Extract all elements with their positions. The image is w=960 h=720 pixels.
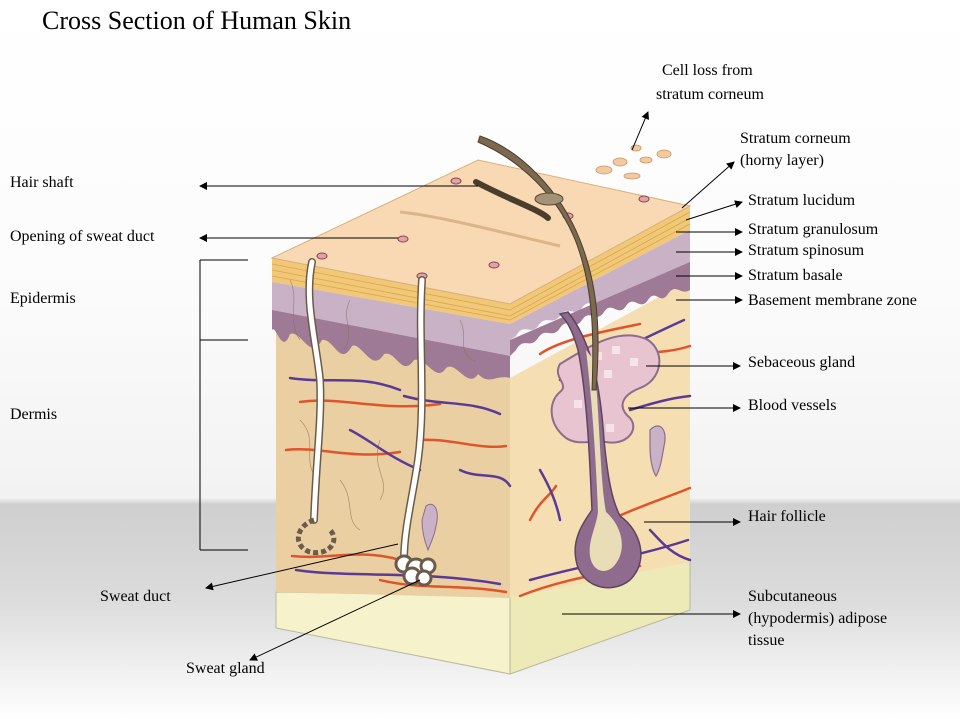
surface-fold: [399, 210, 561, 248]
epidermis-side-basale: [510, 262, 690, 356]
epidermis-side-spinosum: [510, 230, 690, 340]
page-title: Cross Section of Human Skin: [42, 6, 352, 35]
label-sweat-gland: Sweat gland: [186, 660, 265, 677]
label-stratum-corneum-line2: (horny layer): [740, 152, 824, 169]
hair-follicle: [558, 311, 642, 589]
label-stratum-spinosum: Stratum spinosum: [748, 242, 865, 259]
label-sweat-duct: Sweat duct: [100, 588, 171, 605]
label-subcutaneous-line3: tissue: [748, 632, 785, 649]
label-stratum-corneum-line1: Stratum corneum: [740, 130, 851, 147]
sweat-gland-coil: [394, 554, 437, 587]
label-cell-loss-line1: Cell loss from: [662, 62, 753, 79]
label-subcutaneous-line2: (hypodermis) adipose: [748, 610, 888, 627]
cell-loss-flakes: [595, 144, 672, 180]
label-blood-vessels: Blood vessels: [748, 397, 837, 414]
label-dermis: Dermis: [10, 406, 58, 423]
leader-lines: [199, 111, 743, 661]
stratum-corneum-top: [270, 159, 692, 305]
label-opening-sweat-duct: Opening of sweat duct: [10, 228, 155, 245]
dermis-front: [276, 330, 510, 598]
epidermis-front-basale: [272, 310, 510, 380]
epidermis-dermis-bracket: [199, 259, 248, 551]
hypodermis-front: [275, 591, 511, 675]
epidermis-side-corneum: [510, 206, 690, 324]
epidermis-front-corneum: [272, 258, 510, 324]
label-hair-follicle: Hair follicle: [748, 508, 826, 525]
hair-bulb: [586, 350, 622, 571]
sweat-duct-right: [400, 276, 426, 564]
label-sebaceous-gland: Sebaceous gland: [748, 354, 856, 371]
label-stratum-basale: Stratum basale: [748, 267, 843, 284]
skin-block: [270, 135, 692, 675]
label-epidermis: Epidermis: [10, 290, 76, 307]
label-stratum-lucidum: Stratum lucidum: [748, 192, 856, 209]
label-basement-membrane: Basement membrane zone: [748, 292, 917, 309]
sweat-duct-left: [296, 258, 337, 556]
label-stratum-granulosum: Stratum granulosum: [748, 221, 879, 238]
label-subcutaneous-line1: Subcutaneous: [748, 588, 837, 605]
label-hair-shaft: Hair shaft: [10, 174, 74, 191]
label-cell-loss-line2: stratum corneum: [656, 86, 764, 103]
